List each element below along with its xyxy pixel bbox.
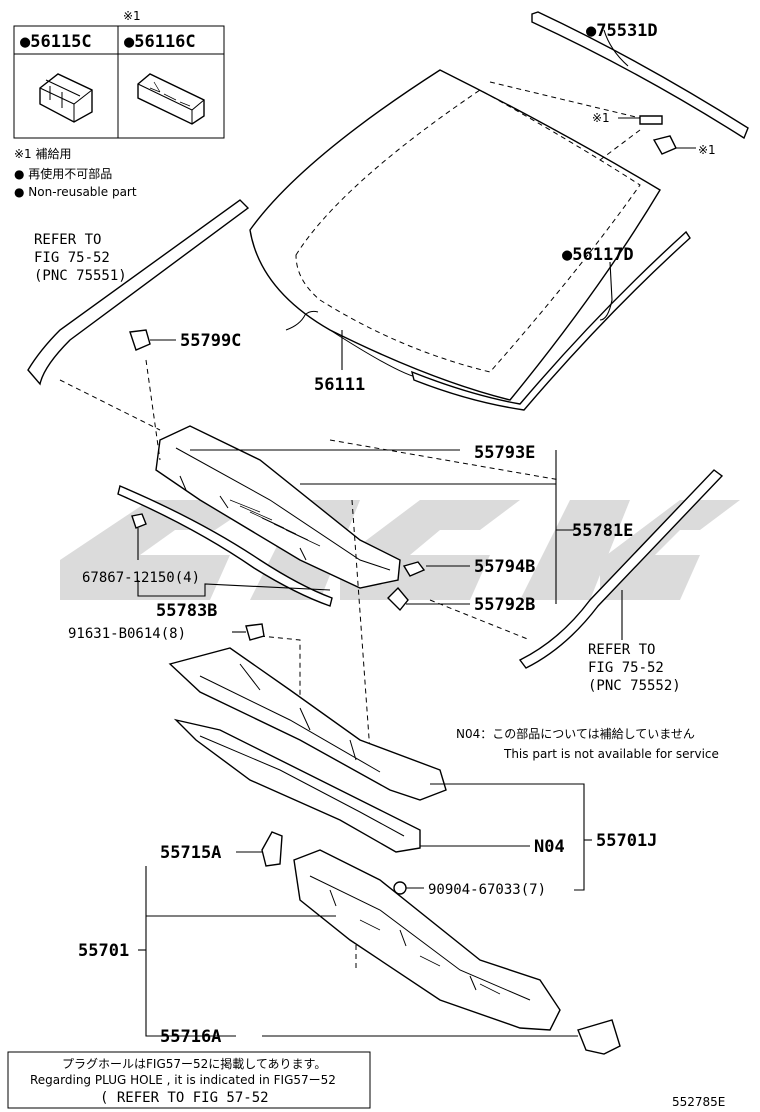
clip-56116C-drawing (137, 73, 205, 125)
cowl-panel-55701J (168, 647, 447, 853)
label-56117D: ●56117D (562, 245, 634, 265)
pillar-molding-right (518, 469, 724, 669)
label-55793E: 55793E (474, 443, 535, 463)
clip-near-molding (652, 135, 677, 155)
windshield-glass-56111 (249, 69, 661, 401)
molding-56117D (410, 230, 691, 411)
refer-right-line3: (PNC 75552) (588, 678, 681, 694)
legend-part-56115C: ●56115C (20, 32, 92, 52)
label-67867: 67867-12150(4) (82, 570, 200, 586)
molding-75531D (531, 11, 749, 140)
bolt-91631 (245, 623, 265, 641)
cowl-panel-55701 (293, 849, 561, 1031)
label-mark1-a: ※1 (592, 111, 610, 125)
figure-id: 552785E (672, 1095, 725, 1109)
refer-left-line3: (PNC 75551) (34, 268, 127, 284)
label-55794B: 55794B (474, 557, 535, 577)
cap-55792B (387, 586, 409, 612)
plug-note-jp: プラグホールはFIG57ー52に掲載してあります。 (62, 1056, 326, 1071)
label-55792B: 55792B (474, 595, 535, 615)
label-90904: 90904-67033(7) (428, 882, 546, 898)
label-55783B: 55783B (156, 601, 217, 621)
refer-right-line1: REFER TO (588, 642, 655, 658)
legend-part-56116C: ●56116C (124, 32, 196, 52)
n04-note-en: This part is not available for service (503, 747, 719, 761)
supply-note: ※1 補給用 (14, 147, 72, 161)
label-75531D: ●75531D (586, 21, 658, 41)
n04-note-jp: N04：この部品については補給していません (456, 726, 695, 741)
seal-55783B (117, 485, 333, 607)
label-91631: 91631-B0614(8) (68, 626, 186, 642)
nonreusable-note-jp: ● 再使用不可部品 (14, 166, 112, 181)
refer-left-line1: REFER TO (34, 232, 101, 248)
legend-mark-note: ※1 (123, 9, 141, 23)
cowl-louver-55781E (155, 425, 401, 589)
clip-56115C-drawing (39, 73, 93, 123)
label-56111: 56111 (314, 375, 365, 395)
plug-hole-note-box: プラグホールはFIG57ー52に掲載してあります。 Regarding PLUG… (7, 1051, 371, 1109)
refer-right-line2: FIG 75-52 (588, 660, 664, 676)
bracket-55716A (577, 1019, 621, 1055)
plug-note-en: Regarding PLUG HOLE , it is indicated in… (30, 1073, 336, 1087)
label-N04: N04 (534, 837, 565, 857)
clip-near-glass (639, 115, 663, 125)
label-55701J: 55701J (596, 831, 657, 851)
clip-55799C (129, 329, 151, 351)
label-55716A: 55716A (160, 1027, 221, 1047)
label-55701: 55701 (78, 941, 129, 961)
nonreusable-note-en: ● Non-reusable part (14, 185, 137, 199)
label-55781E: 55781E (572, 521, 633, 541)
label-mark1-b: ※1 (698, 143, 716, 157)
label-55799C: 55799C (180, 331, 241, 351)
legend-box: ※1 ●56115C ●56116C ※1 補給用 ● 再使用不可部品 ● No… (13, 9, 225, 199)
label-55715A: 55715A (160, 843, 221, 863)
refer-left-line2: FIG 75-52 (34, 250, 110, 266)
pillar-molding-left (27, 199, 250, 386)
clip-55794B (402, 561, 426, 577)
bracket-55715A (261, 831, 283, 867)
clip-67867 (131, 513, 147, 529)
plug-note-refer: ( REFER TO FIG 57-52 (100, 1090, 269, 1106)
